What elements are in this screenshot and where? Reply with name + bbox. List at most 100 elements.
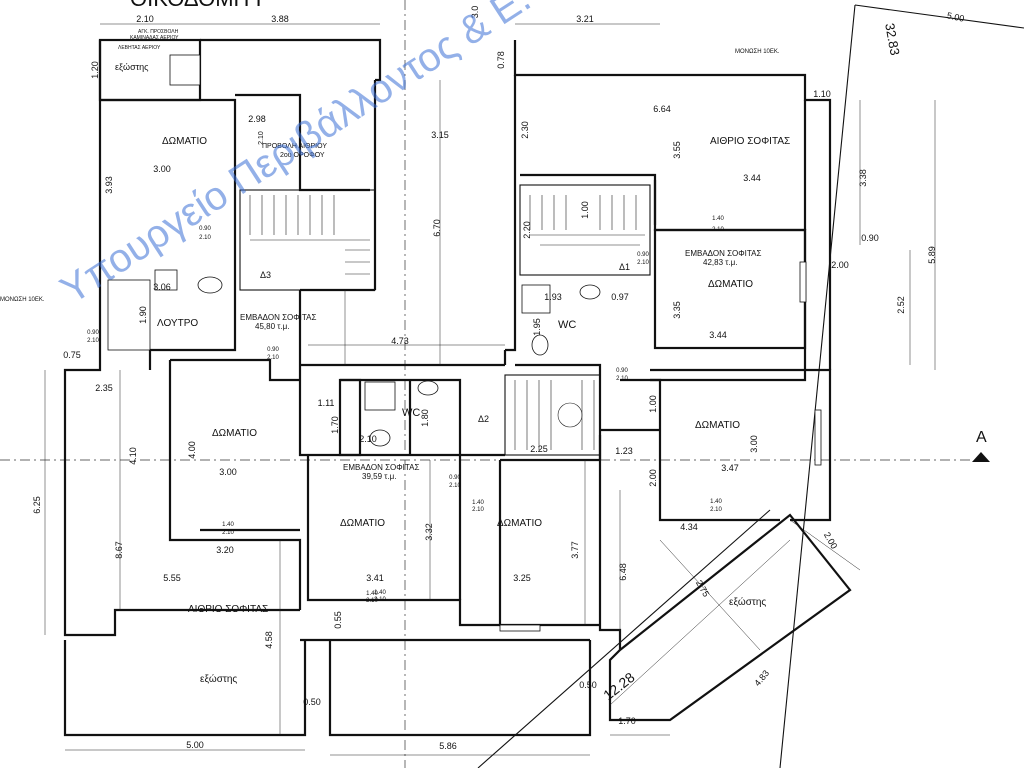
dimension-value: 3.00 <box>749 435 759 453</box>
dimension-value: 4.58 <box>264 631 274 649</box>
drawing-title: ΟΙΚΟΔΟΜΗ Ι <box>130 0 262 11</box>
dimension-value: 4.34 <box>680 522 698 532</box>
walls-left-block <box>63 38 382 637</box>
dimension-value: 3.47 <box>721 463 739 473</box>
dimension-value: 5.00 <box>946 10 965 23</box>
dimension-value: 2.98 <box>248 114 266 124</box>
dimension-value: 1.40 <box>472 500 484 506</box>
dimension-value: 3.0 <box>470 6 480 19</box>
dimension-value: 8.67 <box>114 541 124 559</box>
label-atrium-ne: ΑΙΘΡΙΟ ΣΟΦΙΤΑΣ <box>710 136 790 147</box>
dimension-value: 4.10 <box>128 447 138 465</box>
dimension-value: 2.52 <box>896 296 906 314</box>
dimension-value: 0.50 <box>303 697 321 707</box>
dimension-value: 6.64 <box>653 104 671 114</box>
label-area-east-value: 42,83 τ.μ. <box>703 258 737 267</box>
dimension-value: 0.90 <box>449 475 461 481</box>
dimension-value: 3.20 <box>216 545 234 555</box>
dimension-value: 2.10 <box>267 355 279 361</box>
dimension-value: 2.00 <box>831 260 849 270</box>
label-flue: ΑΓΚ. ΠΡΟΣΒΟΛΗ <box>138 29 179 35</box>
dimension-value: 3.15 <box>431 130 449 140</box>
dimension-value: 1.80 <box>420 409 430 427</box>
stair-east <box>519 184 651 276</box>
dimension-value: 3.32 <box>424 523 434 541</box>
dimension-value: 3.35 <box>672 301 682 319</box>
dimension-value: 2.00 <box>648 469 658 487</box>
stair-center <box>504 374 601 456</box>
label-area-east: ΕΜΒΑΔΟΝ ΣΟΦΙΤΑΣ <box>685 249 761 258</box>
dimension-value: 5.55 <box>163 573 181 583</box>
dimension-value: 0.90 <box>267 347 279 353</box>
dimension-value: 0.90 <box>616 368 628 374</box>
dimension-value: 6.25 <box>32 496 42 514</box>
label-landing-d3: Δ3 <box>260 270 271 280</box>
dimension-value: 1.40 <box>222 522 234 528</box>
dimension-value: 3.25 <box>513 573 531 583</box>
dimension-value: 6.70 <box>432 219 442 237</box>
dimension-value: 3.06 <box>153 282 171 292</box>
dimension-value: 0.75 <box>63 350 81 360</box>
dimension-value: 3.38 <box>858 169 868 187</box>
dimension-value: 3.55 <box>672 141 682 159</box>
dimension-value: 1.00 <box>648 395 658 413</box>
dimension-value: 1.10 <box>813 89 831 99</box>
section-marker-arrow <box>972 452 990 462</box>
label-room-center-east: ΔΩΜΑΤΙΟ <box>497 518 542 529</box>
dimension-value: 3.44 <box>743 173 761 183</box>
dimension-value: 1.95 <box>532 318 542 336</box>
label-room-west: ΔΩΜΑΤΙΟ <box>212 428 257 439</box>
dimension-value: 2.00 <box>822 530 839 550</box>
dimension-value: 0.97 <box>611 292 629 302</box>
label-wc-center: WC <box>402 407 420 419</box>
label-atrium-projection-floor: 2ου ΟΡΟΦΟΥ <box>280 152 325 159</box>
dimension-value: 1.93 <box>544 292 562 302</box>
balcony-lower-right <box>608 513 852 722</box>
label-area-west: ΕΜΒΑΔΟΝ ΣΟΦΙΤΑΣ <box>240 313 316 322</box>
label-area-center: ΕΜΒΑΔΟΝ ΣΟΦΙΤΑΣ <box>343 463 419 472</box>
dimension-value: 2.10 <box>449 483 461 489</box>
dimension-value: 1.90 <box>138 306 148 324</box>
dimension-value: 2.10 <box>366 598 378 604</box>
section-marker-label: A <box>976 429 987 446</box>
dimension-value: 3.00 <box>153 164 171 174</box>
label-insulation-north: ΜΟΝΩΣΗ 10ΕΚ. <box>735 49 780 55</box>
dimension-value: 3.21 <box>576 14 594 24</box>
dimension-value: 3.88 <box>271 14 289 24</box>
dimension-value: 1.20 <box>90 61 100 79</box>
label-wc-east: WC <box>558 319 576 331</box>
dimension-value: 0.78 <box>496 51 506 69</box>
label-landing-d2: Δ2 <box>478 414 489 424</box>
dimension-value: 1.40 <box>712 216 724 222</box>
dimension-value: 2.10 <box>472 507 484 513</box>
dimension-value: 1.23 <box>615 446 633 456</box>
dimension-value: 2.25 <box>530 444 548 454</box>
dimension-value: 1.40 <box>710 499 722 505</box>
bath-fixtures <box>107 269 601 447</box>
label-flue-2: ΚΑΜΙΝΑΔΑΣ ΑΕΡΙΟΥ <box>130 35 179 41</box>
label-atrium-sw: ΑΙΘΡΙΟ ΣΟΦΙΤΑΣ <box>188 604 268 615</box>
room-labels: ΔΩΜΑΤΙΟ ΠΡΟΒΟΛΗ ΑΙΘΡΙΟΥ 2ου ΟΡΟΦΟΥ ΑΙΘΡΙ… <box>0 29 790 685</box>
dimension-value: 2.35 <box>95 383 113 393</box>
label-balcony-nw: εξώστης <box>115 62 149 72</box>
plot-boundary-west-east <box>779 4 856 768</box>
dimension-value: 3.41 <box>366 573 384 583</box>
label-boiler: ΛΕΒΗΤΑΣ ΑΕΡΙΟΥ <box>118 45 161 51</box>
dimension-value: 1.40 <box>374 590 386 596</box>
dimension-value: 2.30 <box>520 121 530 139</box>
dimension-value: 5.00 <box>186 740 204 750</box>
dimension-value: 1.70 <box>330 416 340 434</box>
label-atrium-projection: ΠΡΟΒΟΛΗ ΑΙΘΡΙΟΥ <box>262 143 327 150</box>
dimension-value: 0.90 <box>861 233 879 243</box>
dimension-value: 0.50 <box>579 680 597 690</box>
dimension-value: 4.00 <box>187 441 197 459</box>
label-bathroom: ΛΟΥΤΡΟ <box>157 318 198 329</box>
dimension-value: 2.10 <box>359 434 377 444</box>
dimension-value: 2.10 <box>258 131 265 145</box>
windows <box>169 54 822 632</box>
dimension-value: 0.55 <box>333 611 343 629</box>
dimension-value: 1.70 <box>618 716 636 726</box>
dimension-value: 2.10 <box>87 338 99 344</box>
plot-boundary-diagonal <box>477 509 771 768</box>
